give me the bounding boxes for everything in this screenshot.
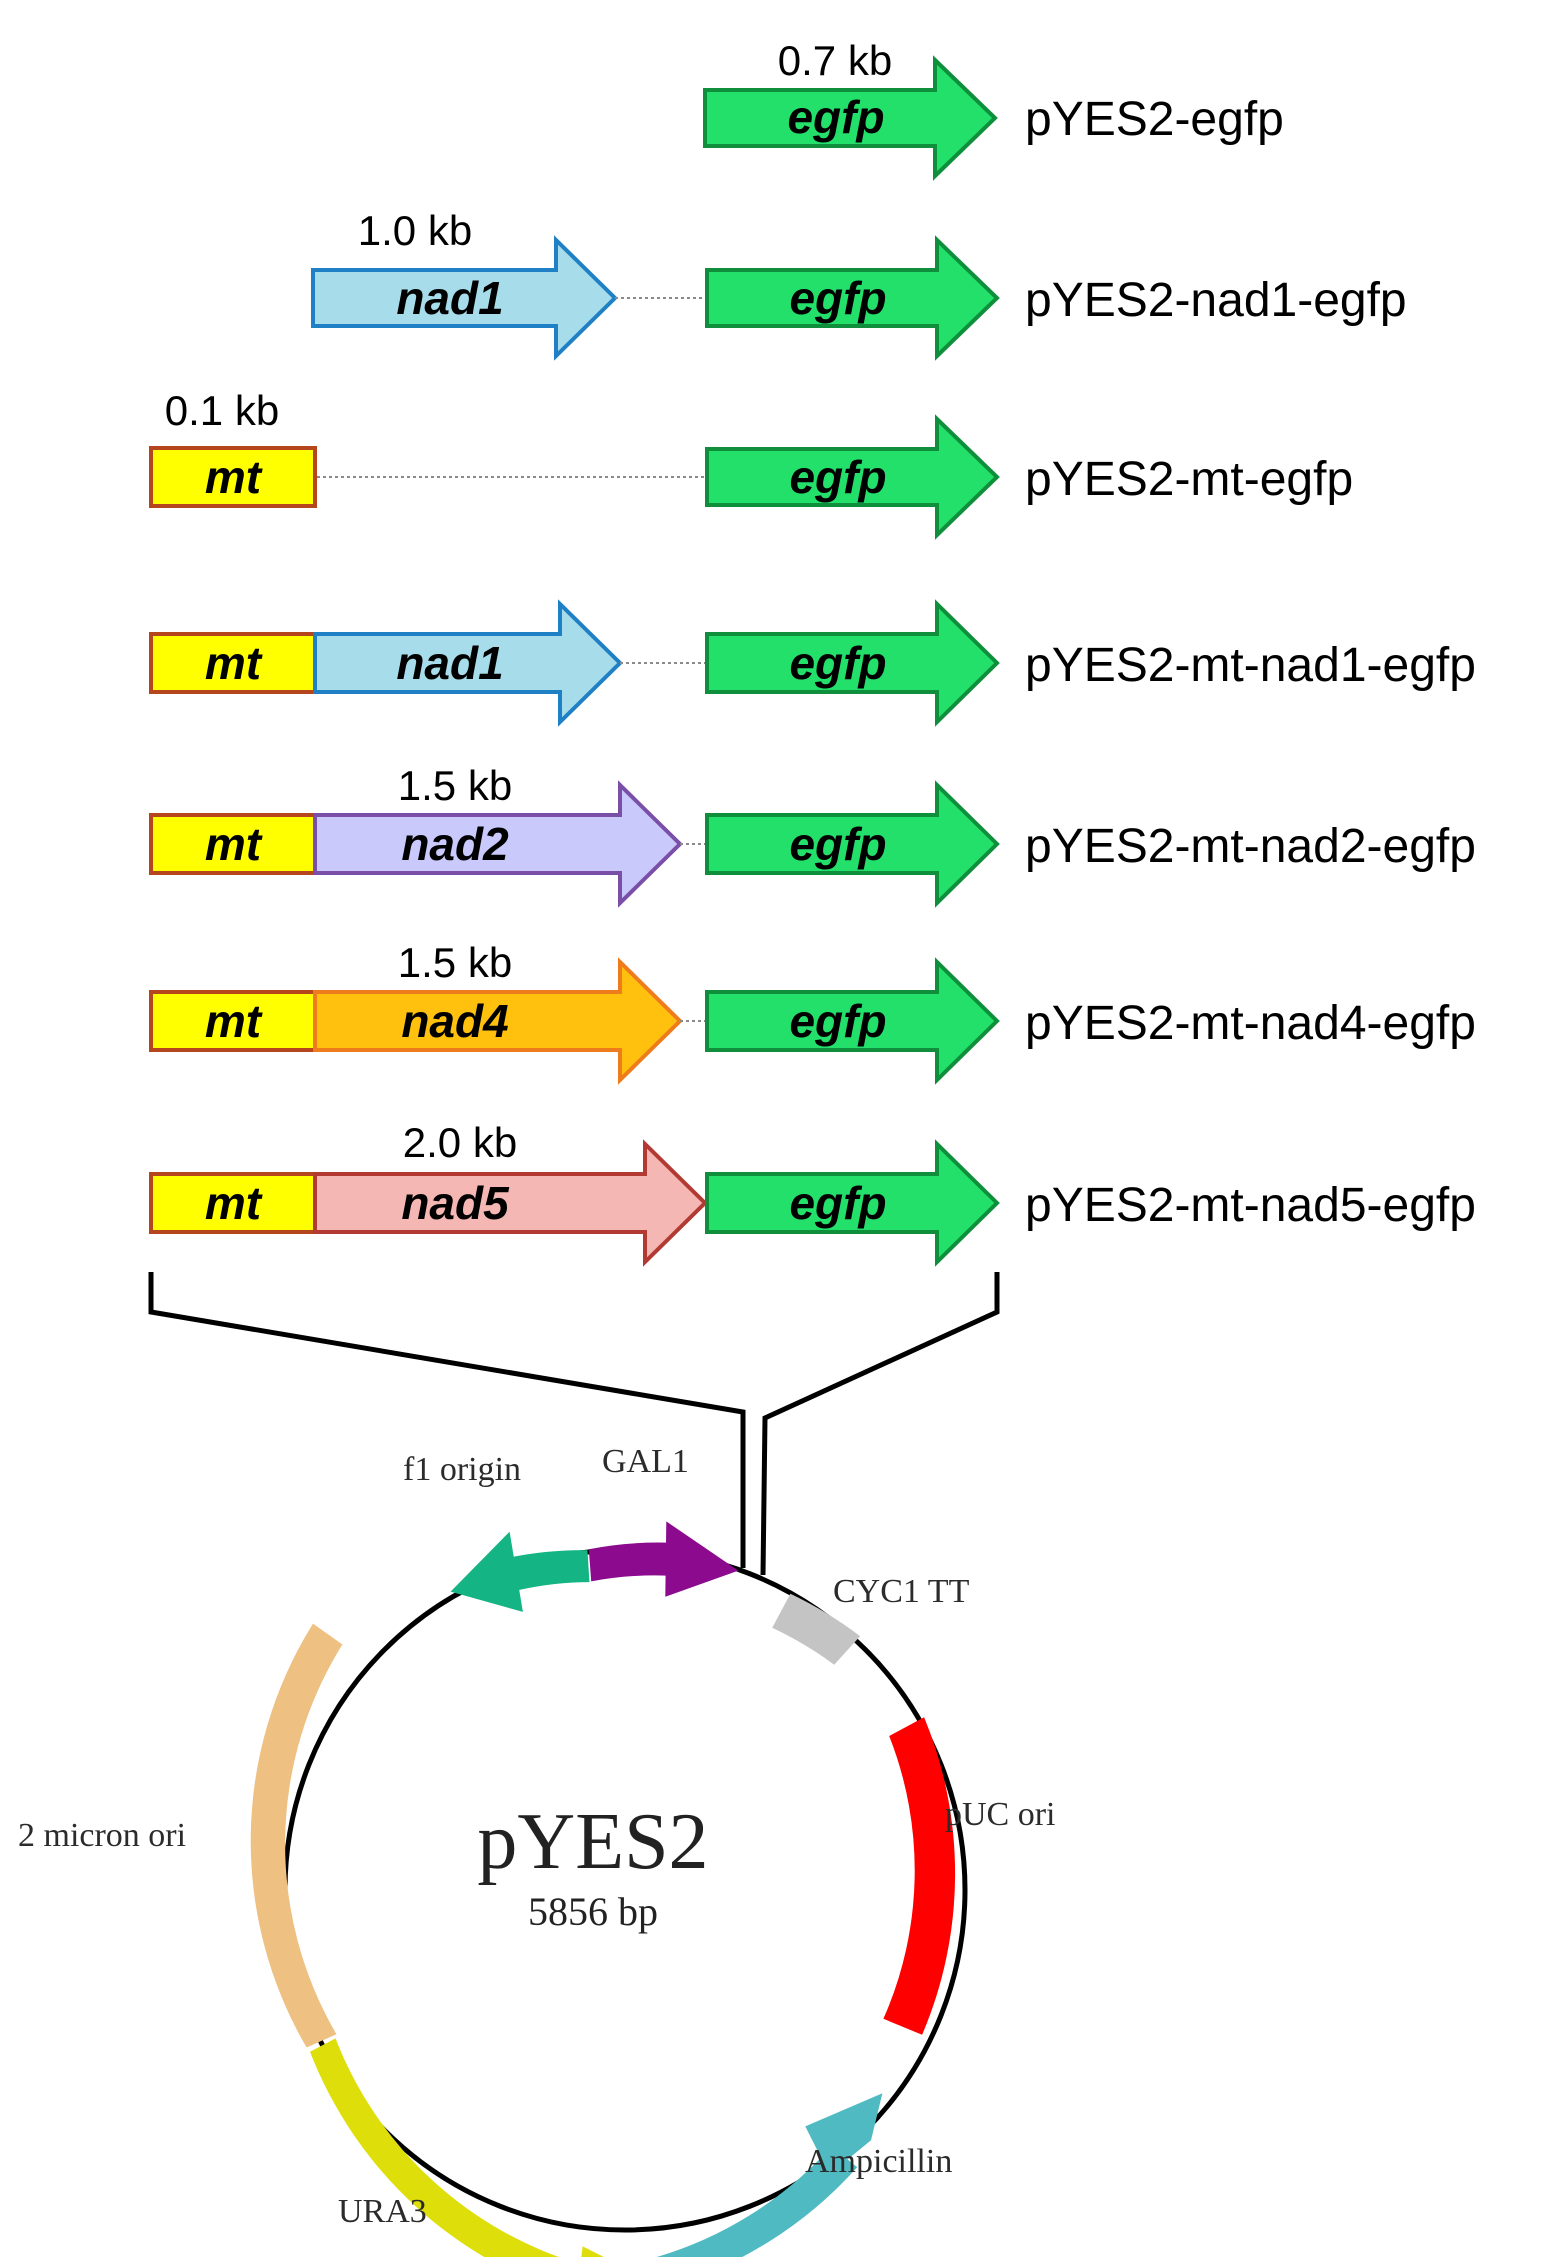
egfp-label: egfp bbox=[789, 818, 886, 870]
label-cyc1-tt: CYC1 TT bbox=[833, 1573, 970, 1610]
feature-ura3 bbox=[310, 2038, 560, 2257]
mt-box bbox=[149, 990, 317, 1052]
feature-f1-origin bbox=[508, 1550, 590, 1590]
egfp-arrow bbox=[705, 414, 1000, 540]
egfp-label: egfp bbox=[789, 1177, 886, 1229]
construct-name: pYES2-egfp bbox=[1025, 93, 1284, 146]
egfp-arrow bbox=[703, 55, 998, 181]
construct-row-mt-nad4-egfp: 1.5 kb mt nad4 egfp pYES2-mt-nad4-egfp bbox=[149, 939, 1476, 1085]
feature-gal1 bbox=[588, 1542, 675, 1582]
egfp-label: egfp bbox=[789, 451, 886, 503]
label-2-micron-ori: 2 micron ori bbox=[18, 1817, 186, 1854]
plasmid-map: f1 origin GAL1 CYC1 TT pUC ori 2 micron … bbox=[18, 1443, 1056, 2257]
mt-label: mt bbox=[205, 995, 263, 1047]
gal1-arrowhead bbox=[665, 1521, 739, 1597]
construct-row-mt-nad5-egfp: 2.0 kb mt nad5 egfp pYES2-mt-nad5-egfp bbox=[149, 1119, 1476, 1267]
size-label-nad2: 1.5 kb bbox=[398, 762, 512, 809]
bracket-left-line bbox=[148, 1272, 746, 1568]
size-label-nad5: 2.0 kb bbox=[403, 1119, 517, 1166]
construct-name: pYES2-mt-egfp bbox=[1025, 453, 1353, 506]
label-ampicillin: Ampicillin bbox=[805, 2143, 952, 2180]
size-label-mt: 0.1 kb bbox=[165, 387, 279, 434]
nad1-arrow bbox=[311, 235, 618, 361]
nad1-label: nad1 bbox=[396, 637, 503, 689]
construct-row-nad1-egfp: 1.0 kb nad1 egfp pYES2-nad1-egfp bbox=[311, 207, 1407, 361]
size-label-nad1: 1.0 kb bbox=[358, 207, 472, 254]
mt-label: mt bbox=[205, 451, 263, 503]
construct-name: pYES2-mt-nad2-egfp bbox=[1025, 820, 1476, 873]
f1-origin-arrowhead bbox=[450, 1531, 523, 1612]
egfp-arrow bbox=[705, 235, 1000, 361]
egfp-label: egfp bbox=[789, 272, 886, 324]
egfp-arrow bbox=[705, 1139, 1000, 1267]
ampicillin-arrowhead bbox=[805, 2093, 883, 2175]
nad1-label: nad1 bbox=[396, 272, 503, 324]
mt-box bbox=[149, 446, 317, 508]
mt-label: mt bbox=[205, 1177, 263, 1229]
construct-row-mt-egfp: 0.1 kb mt egfp pYES2-mt-egfp bbox=[149, 387, 1353, 540]
label-ura3: URA3 bbox=[338, 2193, 427, 2230]
mt-label: mt bbox=[205, 637, 263, 689]
feature-cyc1-tt bbox=[772, 1593, 861, 1665]
construct-name: pYES2-mt-nad4-egfp bbox=[1025, 997, 1476, 1050]
nad2-label: nad2 bbox=[401, 818, 509, 870]
egfp-arrow bbox=[705, 599, 1000, 727]
mt-label: mt bbox=[205, 818, 263, 870]
egfp-arrow bbox=[705, 780, 1000, 908]
egfp-label: egfp bbox=[789, 637, 886, 689]
label-gal1: GAL1 bbox=[602, 1443, 689, 1480]
nad5-label: nad5 bbox=[401, 1177, 510, 1229]
egfp-label: egfp bbox=[789, 995, 886, 1047]
nad4-label: nad4 bbox=[401, 995, 508, 1047]
feature-ampicillin bbox=[656, 2146, 858, 2257]
construct-row-mt-nad2-egfp: 1.5 kb mt nad2 egfp pYES2-mt-nad2-egfp bbox=[149, 762, 1476, 908]
nad5-arrow bbox=[313, 1139, 708, 1267]
feature-2-micron-ori bbox=[250, 1623, 343, 2048]
nad4-arrow bbox=[313, 957, 683, 1085]
bracket-right-line bbox=[760, 1272, 1000, 1576]
construct-name: pYES2-mt-nad1-egfp bbox=[1025, 639, 1476, 692]
nad1-arrow bbox=[313, 599, 623, 727]
label-f1-origin: f1 origin bbox=[403, 1451, 521, 1488]
size-label-egfp: 0.7 kb bbox=[778, 37, 892, 84]
ura3-arrowhead bbox=[581, 2246, 604, 2257]
egfp-label: egfp bbox=[787, 91, 884, 143]
construct-name: pYES2-mt-nad5-egfp bbox=[1025, 1179, 1476, 1232]
nad2-arrow bbox=[313, 780, 683, 908]
egfp-arrow bbox=[705, 957, 1000, 1085]
feature-puc-ori bbox=[883, 1717, 956, 2035]
label-puc-ori: pUC ori bbox=[945, 1796, 1056, 1833]
insertion-bracket bbox=[148, 1272, 1000, 1576]
construct-name: pYES2-nad1-egfp bbox=[1025, 274, 1407, 327]
construct-row-mt-nad1-egfp: mt nad1 egfp pYES2-mt-nad1-egfp bbox=[149, 599, 1476, 727]
plasmid-name: pYES2 bbox=[477, 1798, 708, 1886]
construct-row-egfp: 0.7 kb egfp pYES2-egfp bbox=[703, 37, 1284, 181]
size-label-nad4: 1.5 kb bbox=[398, 939, 512, 986]
plasmid-size: 5856 bp bbox=[528, 1889, 658, 1934]
